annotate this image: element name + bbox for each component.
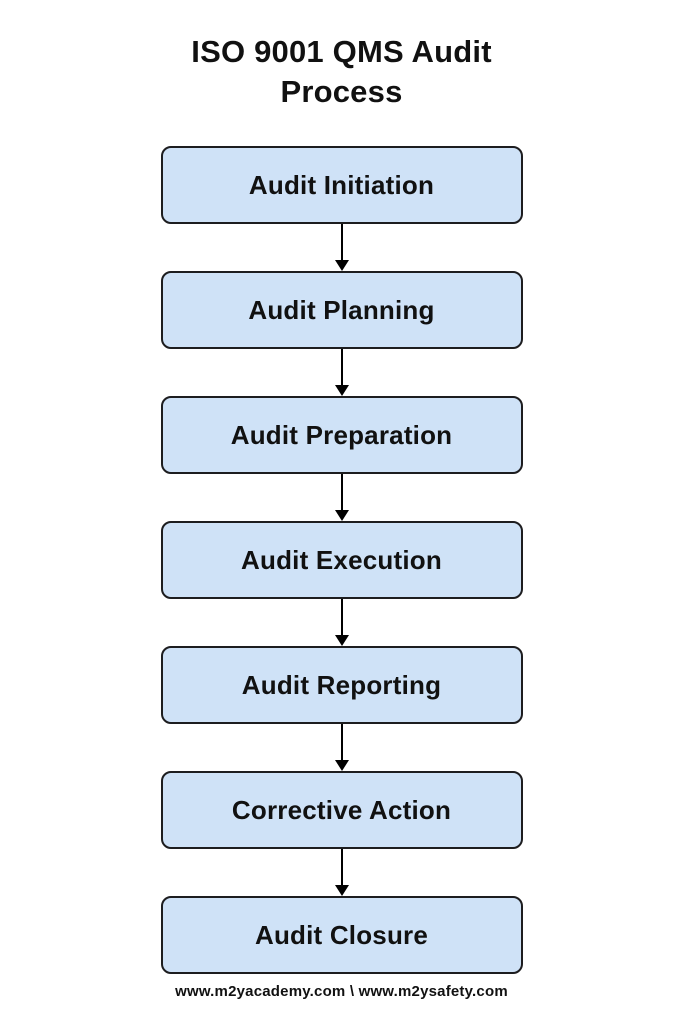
flow-step-label: Audit Preparation (230, 419, 453, 450)
arrow-head-icon (334, 510, 349, 522)
arrow-line (340, 599, 343, 636)
page-title: ISO 9001 QMS Audit Process (191, 32, 491, 111)
arrow-line (340, 349, 343, 386)
arrow-line (340, 224, 343, 261)
flow-step-audit-closure: Audit Closure (160, 896, 523, 975)
page-title-line-2: Process (280, 73, 403, 109)
flow-step-label: Audit Closure (254, 919, 429, 950)
flowchart: Audit Initiation Audit Planning Audit Pr… (160, 146, 523, 975)
flow-step-audit-reporting: Audit Reporting (160, 646, 523, 725)
flow-step-corrective-action: Corrective Action (160, 771, 523, 850)
arrow-down-connector (334, 224, 349, 272)
flow-step-audit-initiation: Audit Initiation (160, 146, 523, 225)
arrow-line (340, 849, 343, 886)
arrow-head-icon (334, 760, 349, 772)
arrow-down-connector (334, 349, 349, 397)
flow-step-label: Audit Planning (248, 294, 435, 325)
arrow-down-connector (334, 599, 349, 647)
arrow-line (340, 474, 343, 511)
arrow-down-connector (334, 474, 349, 522)
arrow-line (340, 724, 343, 761)
flow-step-audit-planning: Audit Planning (160, 271, 523, 350)
arrow-down-connector (334, 724, 349, 772)
flow-step-label: Corrective Action (231, 794, 452, 825)
flow-step-audit-preparation: Audit Preparation (160, 396, 523, 475)
arrow-head-icon (334, 385, 349, 397)
flow-step-label: Audit Execution (241, 544, 442, 575)
footer-websites: www.m2yacademy.com \ www.m2ysafety.com (175, 983, 508, 1001)
arrow-head-icon (334, 635, 349, 647)
flow-step-audit-execution: Audit Execution (160, 521, 523, 600)
flow-step-label: Audit Initiation (248, 169, 435, 200)
arrow-head-icon (334, 260, 349, 272)
arrow-head-icon (334, 885, 349, 897)
flow-step-label: Audit Reporting (241, 669, 442, 700)
page-title-line-1: ISO 9001 QMS Audit (191, 34, 492, 69)
arrow-down-connector (334, 849, 349, 897)
